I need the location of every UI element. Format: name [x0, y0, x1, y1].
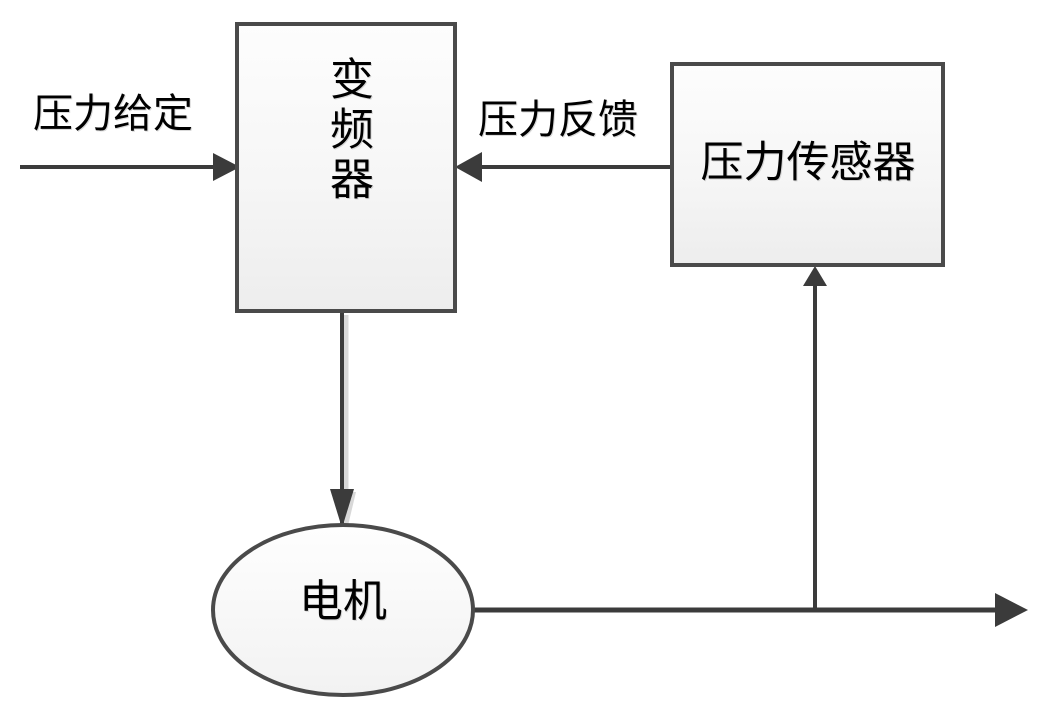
- edge-motor-to-output: [470, 593, 1028, 627]
- edge-inverter-to-motor: [330, 311, 356, 534]
- node-sensor-shape[interactable]: [670, 62, 945, 267]
- edge-inverter-to-motor-arrowhead: [330, 489, 354, 528]
- edge-pressure-setpoint-arrowhead: [213, 153, 240, 181]
- node-motor-shape[interactable]: [211, 523, 475, 697]
- edge-pipe-to-sensor-arrowhead: [803, 266, 827, 286]
- edge-pressure-setpoint: [20, 153, 240, 181]
- edge-pressure-feedback: [455, 152, 672, 182]
- edge-pressure-feedback-arrowhead: [455, 152, 482, 182]
- edge-motor-to-output-arrowhead: [995, 593, 1028, 627]
- edge-pipe-to-sensor: [803, 266, 827, 610]
- node-inverter-shape[interactable]: [235, 22, 457, 313]
